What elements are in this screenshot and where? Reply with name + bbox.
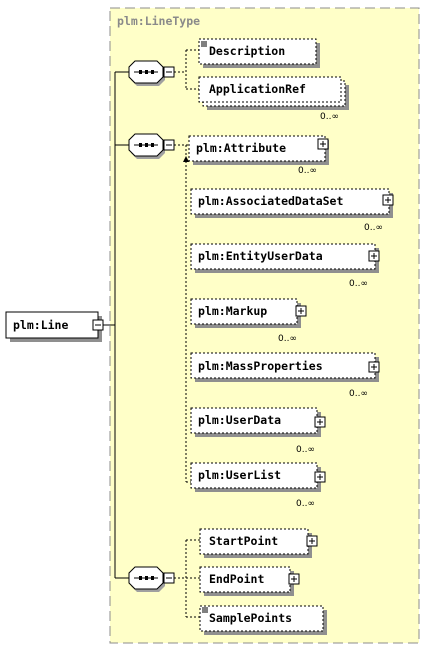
element-mass-properties[interactable]: plm:MassProperties 0..∞ [190, 352, 380, 399]
repeat-arrow-icon [183, 156, 189, 162]
element-application-ref-label: ApplicationRef [209, 82, 306, 96]
element-user-data-cardinality: 0..∞ [296, 445, 315, 455]
element-mass-properties-cardinality: 0..∞ [349, 389, 368, 399]
element-start-point[interactable]: StartPoint [199, 528, 318, 558]
sequence-compositor-3[interactable] [128, 566, 165, 592]
element-sample-points-label: SamplePoints [209, 611, 292, 625]
element-start-point-label: StartPoint [209, 534, 278, 548]
element-associated-data-set-cardinality: 0..∞ [364, 223, 383, 233]
element-entity-user-data-label: plm:EntityUserData [198, 249, 323, 263]
root-element-label: plm:Line [13, 318, 68, 332]
sequence-compositor-2[interactable] [128, 133, 165, 159]
sequence-compositor-1[interactable] [128, 60, 165, 86]
element-attribute-cardinality: 0..∞ [298, 166, 317, 176]
element-user-data[interactable]: plm:UserData 0..∞ [190, 407, 326, 455]
element-attribute[interactable]: plm:Attribute 0..∞ [188, 135, 329, 176]
element-application-ref-cardinality: 0..∞ [320, 112, 339, 122]
element-user-data-label: plm:UserData [198, 413, 281, 427]
element-description[interactable] [198, 38, 317, 65]
element-attribute-label: plm:Attribute [196, 141, 286, 155]
element-associated-data-set-label: plm:AssociatedDataSet [198, 194, 343, 208]
element-user-list-label: plm:UserList [198, 468, 281, 482]
element-description-label: Description [209, 44, 285, 58]
element-end-point-label: EndPoint [209, 572, 264, 586]
complex-type-label: plm:LineType [117, 14, 200, 28]
element-markup[interactable]: plm:Markup 0..∞ [190, 298, 307, 344]
element-end-point[interactable]: EndPoint [199, 566, 300, 596]
element-entity-user-data-cardinality: 0..∞ [349, 279, 368, 289]
element-user-list[interactable]: plm:UserList 0..∞ [190, 462, 326, 509]
element-entity-user-data[interactable]: plm:EntityUserData 0..∞ [190, 243, 380, 289]
element-mass-properties-label: plm:MassProperties [198, 359, 323, 373]
element-user-list-cardinality: 0..∞ [296, 499, 315, 509]
element-application-ref[interactable] [198, 76, 342, 103]
element-sample-points[interactable]: SamplePoints [199, 605, 327, 635]
element-markup-label: plm:Markup [198, 304, 267, 318]
element-associated-data-set[interactable]: plm:AssociatedDataSet 0..∞ [190, 188, 394, 233]
element-markup-cardinality: 0..∞ [278, 334, 297, 344]
